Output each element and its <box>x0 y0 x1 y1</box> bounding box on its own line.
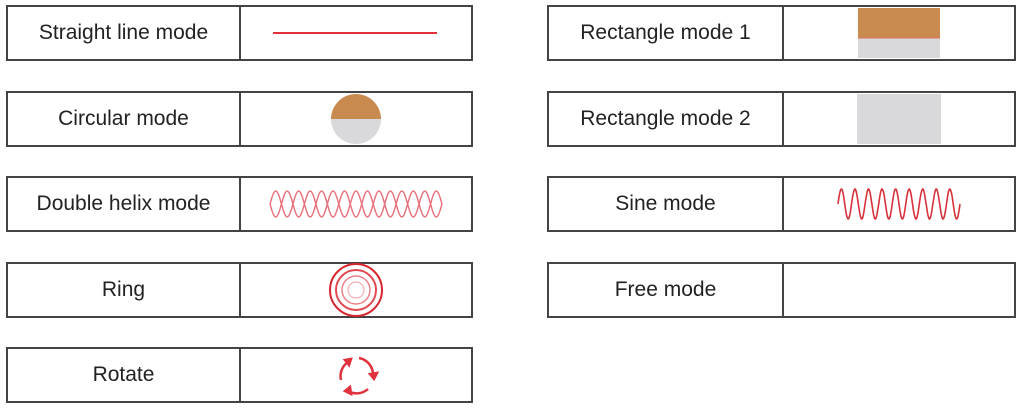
mode-straight-line: Straight line mode <box>6 5 473 61</box>
rectangle-1-icon <box>784 7 1014 59</box>
circular-icon <box>241 93 471 145</box>
mode-rectangle-2: Rectangle mode 2 <box>547 91 1016 147</box>
mode-rotate: Rotate <box>6 347 473 403</box>
mode-label: Circular mode <box>8 93 241 145</box>
ring-icon <box>241 263 471 317</box>
straight-line-icon <box>241 7 471 59</box>
double-helix-icon <box>241 178 471 230</box>
mode-label: Straight line mode <box>8 7 241 59</box>
mode-label: Double helix mode <box>8 178 241 230</box>
mode-label: Ring <box>8 264 241 316</box>
wave-path <box>837 187 961 221</box>
mode-sine: Sine mode <box>547 176 1016 232</box>
wave-path <box>269 190 443 218</box>
mode-rectangle-1: Rectangle mode 1 <box>547 5 1016 61</box>
sine-wave-icon <box>784 178 1014 230</box>
mode-label: Rotate <box>8 349 241 401</box>
mode-label: Sine mode <box>549 178 784 230</box>
mode-label: Free mode <box>549 264 784 316</box>
rotate-icon <box>241 349 471 401</box>
mode-ring: Ring <box>6 262 473 318</box>
wave-path <box>269 190 443 218</box>
mode-label: Rectangle mode 2 <box>549 93 784 145</box>
mode-double-helix: Double helix mode <box>6 176 473 232</box>
rectangle-2-icon <box>784 93 1014 145</box>
free-mode-icon <box>784 264 1014 316</box>
mode-free: Free mode <box>547 262 1016 318</box>
mode-label: Rectangle mode 1 <box>549 7 784 59</box>
mode-circular: Circular mode <box>6 91 473 147</box>
